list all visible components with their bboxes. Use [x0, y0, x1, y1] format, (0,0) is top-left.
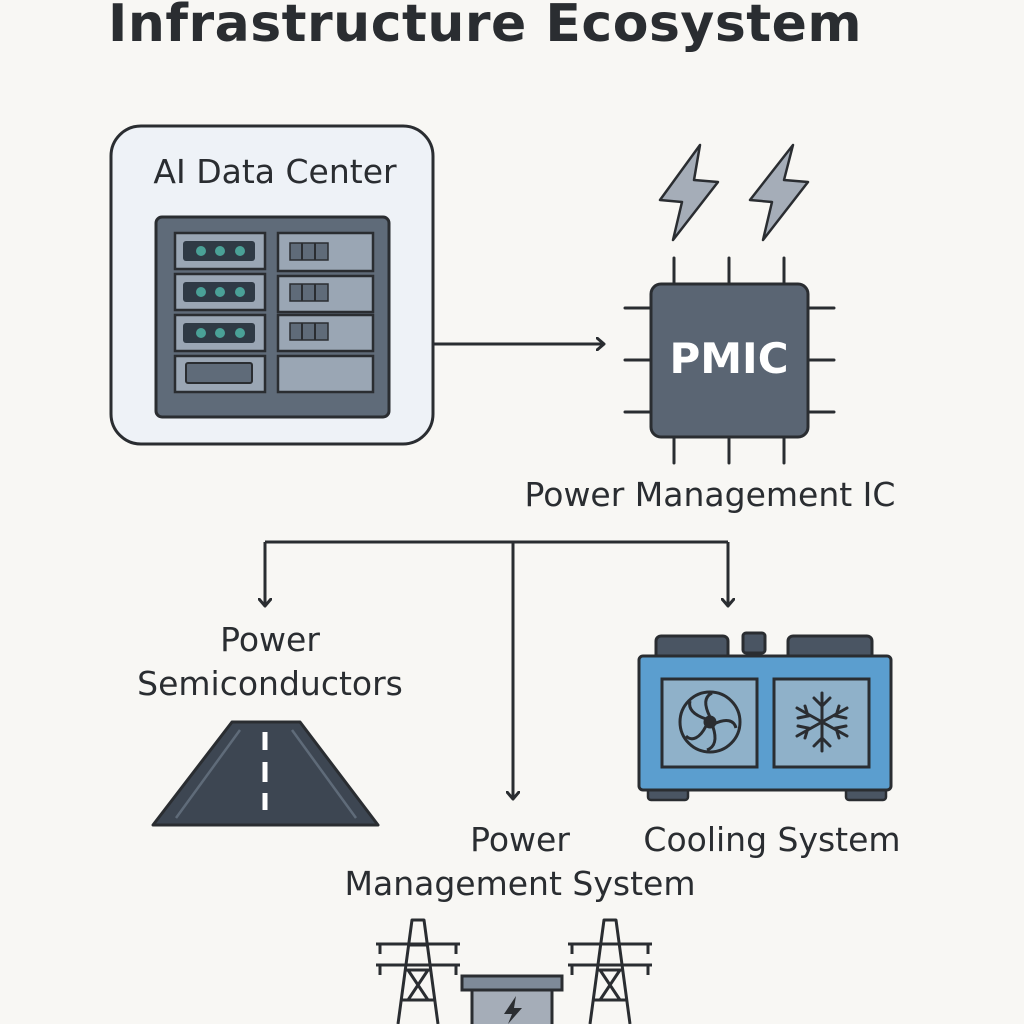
cooling-system-label: Cooling System	[643, 820, 901, 859]
power-management-system-line2: Management System	[344, 864, 696, 903]
substation-icon	[460, 974, 564, 1024]
ai-data-center-label: AI Data Center	[153, 152, 397, 191]
road-icon	[151, 720, 380, 827]
pmic-chip-icon	[623, 256, 836, 465]
pmic-caption: Power Management IC	[524, 475, 896, 514]
snowflake-icon	[795, 691, 849, 753]
server-rack-icon	[154, 215, 391, 419]
branch-connectors	[265, 540, 728, 799]
power-management-system-label: Power Management System	[325, 818, 715, 906]
power-management-system-line1: Power	[470, 820, 570, 859]
page-title: Infrastructure Ecosystem	[108, 0, 863, 54]
power-semiconductors-line1: Power	[220, 620, 320, 659]
power-semiconductors-label: Power Semiconductors	[110, 618, 430, 706]
cooling-unit-icon	[637, 631, 893, 802]
lightning-bolt-icon	[658, 143, 810, 242]
power-semiconductors-line2: Semiconductors	[137, 664, 403, 703]
ai-data-center-node	[109, 124, 435, 446]
transmission-tower-icon	[376, 918, 652, 1024]
pmic-chip-label: PMIC	[669, 334, 788, 383]
fan-icon	[678, 690, 742, 754]
